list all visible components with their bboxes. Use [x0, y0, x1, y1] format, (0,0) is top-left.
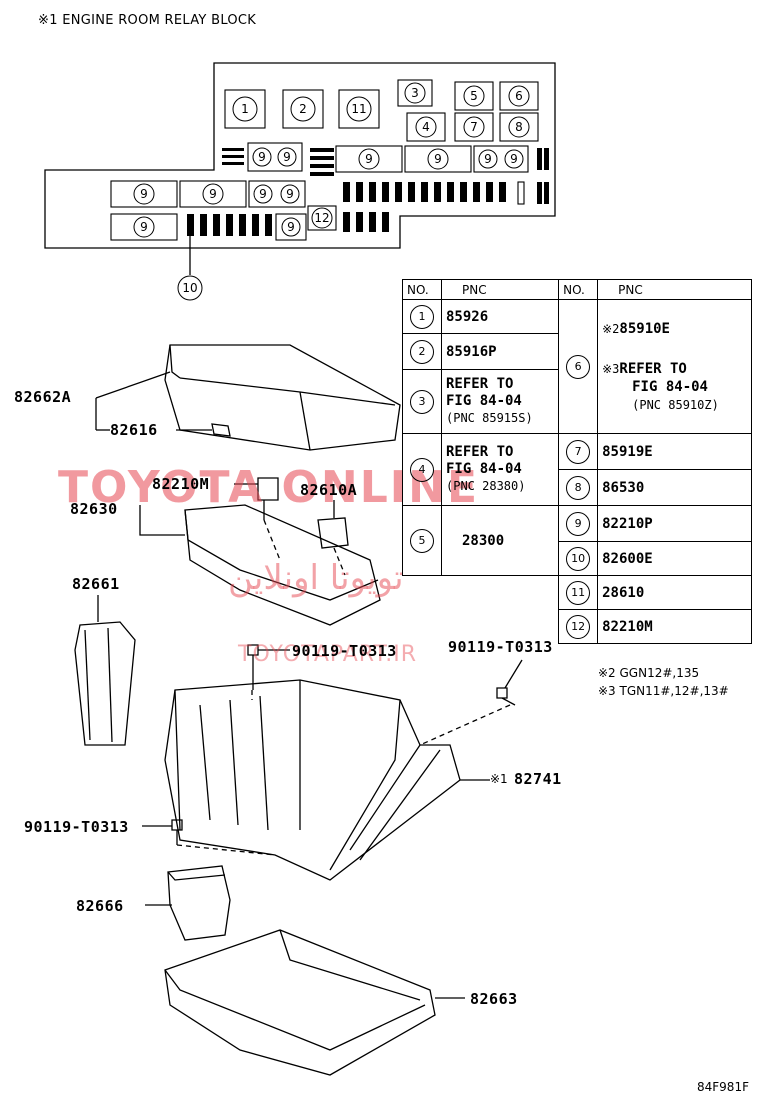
row-number: 9: [566, 511, 591, 536]
pnc-text: REFER TO: [619, 360, 687, 377]
relay-label: 9: [140, 220, 148, 234]
row-number: 12: [566, 614, 591, 639]
pnc-text: FIG 84-04: [446, 393, 522, 409]
col-pnc: PNC: [597, 279, 752, 300]
part-mark: ※1: [490, 772, 508, 786]
relay-label: 9: [484, 152, 492, 166]
part-label[interactable]: 82666: [76, 897, 124, 915]
relay-block-numbers: 1 2 11 3 5 6 4 7 8 9 9 9 9 9 9 9 9 9 9 9…: [140, 86, 523, 295]
relay-label: 2: [299, 102, 307, 116]
relay-block-slots: [187, 182, 549, 236]
relay-label: 10: [182, 281, 197, 295]
pnc-value[interactable]: 82600E: [597, 541, 752, 576]
pnc-value[interactable]: 28300: [440, 505, 560, 576]
part-label[interactable]: 82630: [70, 500, 118, 518]
relay-label: 9: [510, 152, 518, 166]
relay-label: 9: [287, 220, 295, 234]
part-label[interactable]: 82662A: [14, 388, 72, 406]
row-number: 10: [566, 546, 591, 571]
relay-label: 9: [259, 187, 267, 201]
pnc-text: FIG 84-04: [632, 378, 708, 395]
part-label[interactable]: 82663: [470, 990, 518, 1008]
row-number: 11: [566, 580, 591, 605]
pnc-text: (PNC 28380): [446, 479, 526, 493]
pnc-table: NO. PNC NO. PNC 1 85926 6 ※285910E ※3REF…: [402, 279, 752, 644]
row-number: 4: [410, 457, 434, 482]
row-number: 3: [410, 389, 434, 414]
relay-block-cells: [110, 79, 539, 241]
part-label[interactable]: 82616: [110, 421, 158, 439]
relay-block-circles: [133, 82, 530, 301]
pnc-value[interactable]: 85926: [440, 299, 560, 334]
model-note: ※2 GGN12#,135: [598, 666, 700, 680]
pnc-value[interactable]: 85910E: [619, 320, 670, 337]
part-label[interactable]: 90119-T0313: [24, 818, 129, 836]
part-label[interactable]: 82210M: [152, 475, 210, 493]
relay-label: 9: [434, 152, 442, 166]
pnc-value[interactable]: 86530: [597, 469, 752, 506]
model-mark: ※2: [602, 321, 620, 336]
relay-label: 6: [515, 89, 523, 103]
relay-label: 4: [422, 120, 430, 134]
relay-label: 9: [209, 187, 217, 201]
pnc-text: (PNC 85915S): [446, 411, 533, 425]
relay-label: 9: [283, 150, 291, 164]
relay-label: 9: [365, 152, 373, 166]
relay-label: 8: [515, 120, 523, 134]
part-label[interactable]: 90119-T0313: [292, 642, 397, 660]
diagram-title: ※1 ENGINE ROOM RELAY BLOCK: [38, 13, 257, 28]
relay-label: 1: [241, 102, 249, 116]
row-number: 6: [566, 354, 591, 379]
pnc-text: REFER TO: [446, 376, 514, 392]
pnc-value[interactable]: 85916P: [440, 333, 560, 370]
relay-block-outline: [44, 62, 556, 249]
relay-label: 12: [314, 211, 329, 225]
pnc-text: FIG 84-04: [446, 461, 522, 477]
col-no: NO.: [558, 279, 599, 300]
pnc-text: REFER TO: [446, 444, 514, 460]
relay-label: 9: [140, 187, 148, 201]
row-number: 1: [410, 304, 434, 329]
watermark-url: TOYOTAPART.IR: [238, 642, 418, 667]
relay-slots: [222, 148, 549, 176]
relay-label: 9: [258, 150, 266, 164]
pnc-value[interactable]: 82210M: [597, 609, 752, 644]
watermark-arabic: تویوتا اونلاین: [228, 558, 404, 598]
model-mark: ※3: [602, 361, 620, 376]
row-number: 2: [410, 339, 434, 364]
pnc-value[interactable]: 28610: [597, 575, 752, 610]
col-pnc: PNC: [440, 279, 560, 300]
relay-label: 11: [351, 102, 366, 116]
pnc-text: (PNC 85910Z): [632, 397, 719, 412]
row-number: 5: [410, 528, 434, 553]
row-number: 8: [566, 475, 591, 500]
model-note: ※3 TGN11#,12#,13#: [598, 684, 729, 698]
part-label[interactable]: 82610A: [300, 481, 358, 499]
part-label[interactable]: 82661: [72, 575, 120, 593]
row-number: 7: [566, 439, 591, 464]
relay-label: 7: [470, 120, 478, 134]
relay-label: 9: [286, 187, 294, 201]
relay-label: 5: [470, 89, 478, 103]
figure-code: 84F981F: [697, 1080, 749, 1094]
pnc-value[interactable]: 82210P: [597, 505, 752, 542]
pnc-value[interactable]: 85919E: [597, 433, 752, 470]
col-no: NO.: [402, 279, 442, 300]
part-label[interactable]: 82741: [514, 770, 562, 788]
relay-label: 3: [411, 86, 419, 100]
